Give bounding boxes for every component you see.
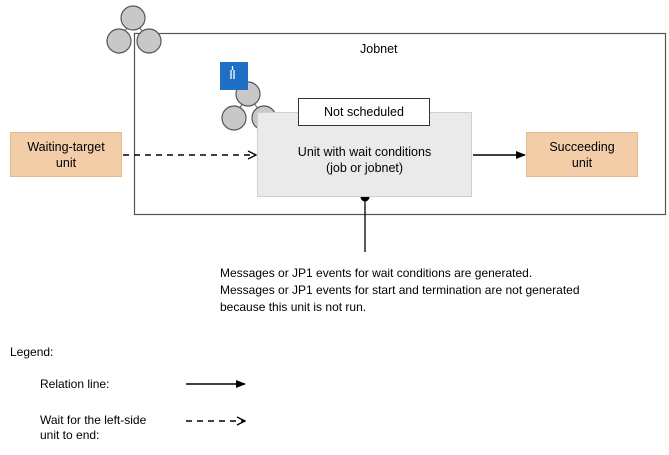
note-line3: because this unit is not run.	[220, 300, 367, 314]
legend-wait-line1: Wait for the left-side	[40, 413, 147, 427]
note-pointer	[360, 192, 370, 252]
jobnet-icon	[106, 5, 162, 54]
succeeding-line1: Succeeding	[549, 139, 615, 154]
unit-with-wait-conditions: Unit with wait conditions (job or jobnet…	[257, 112, 472, 197]
status-not-scheduled: Not scheduled	[298, 98, 430, 126]
succeeding-line2: unit	[571, 155, 593, 170]
unit-line1: Unit with wait conditions	[297, 144, 432, 159]
waiting-target-line1: Waiting-target	[27, 139, 105, 154]
note-line1: Messages or JP1 events for wait conditio…	[220, 266, 533, 280]
note-text: Messages or JP1 events for wait conditio…	[220, 265, 580, 316]
note-line2: Messages or JP1 events for start and ter…	[220, 283, 580, 297]
legend-wait-line2: unit to end:	[40, 428, 100, 442]
succeeding-unit: Succeeding unit	[526, 132, 638, 177]
jobnet-title: Jobnet	[360, 42, 398, 56]
waiting-target-line2: unit	[55, 155, 77, 170]
legend-wait-label: Wait for the left-side unit to end:	[40, 413, 146, 443]
unit-line2: (job or jobnet)	[325, 160, 404, 175]
legend-relation-label: Relation line:	[40, 377, 110, 391]
legend-title: Legend:	[10, 345, 54, 359]
jobnet-frame	[133, 32, 667, 216]
status-label: Not scheduled	[324, 105, 404, 119]
waiting-target-unit: Waiting-target unit	[10, 132, 122, 177]
